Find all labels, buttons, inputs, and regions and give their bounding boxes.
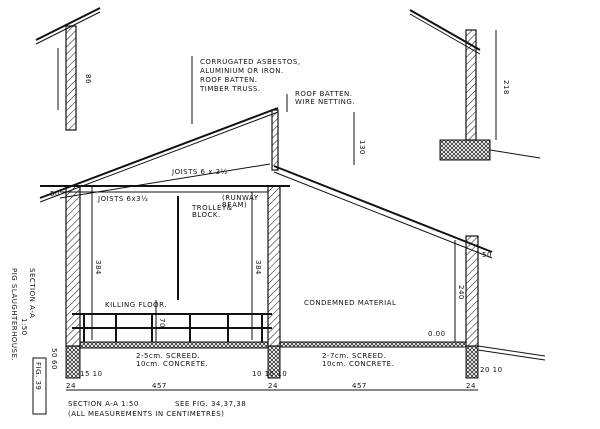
dim-ridge: 130 <box>358 140 366 155</box>
dim-eave-left: 50 <box>50 190 60 198</box>
dim-step-b: 60 <box>50 360 58 370</box>
dim-eave-right: 50 <box>482 251 492 259</box>
dim-footing-left: 15 10 <box>80 370 103 378</box>
floor-slab-left <box>79 341 269 349</box>
wall-right <box>465 235 479 347</box>
label-concrete-left: 10cm. CONCRETE. <box>136 360 208 368</box>
dim-height-mid: 384 <box>254 260 262 275</box>
floor-slab-right <box>279 341 467 348</box>
section-scale: 1:50 <box>20 318 28 336</box>
label-screed-right: 2-7cm. SCREED. <box>322 352 386 360</box>
rail <box>72 313 272 342</box>
ceiling-joists <box>40 185 290 300</box>
label-runway-2: BEAM) <box>222 201 247 209</box>
label-killing-floor: KILLING FLOOR. <box>105 301 167 309</box>
label-roof-4: TIMBER TRUSS. <box>199 85 261 93</box>
title: PIG SLAUGHTERHOUSE. <box>10 268 18 361</box>
dim-wall-left: 24 <box>66 382 76 390</box>
dim-span-right: 457 <box>352 382 367 390</box>
label-screed-left: 2-5cm. SCREED. <box>136 352 200 360</box>
detail-right: 218 <box>409 9 541 161</box>
figure-box <box>32 357 47 415</box>
dim-detail-left: 86 <box>84 74 92 84</box>
caption-note: (ALL MEASUREMENTS IN CENTIMETRES) <box>68 410 224 418</box>
dim-wall-right: 24 <box>466 382 476 390</box>
detail-left: 86 <box>35 7 101 131</box>
label-roof-1: CORRUGATED ASBESTOS, <box>200 58 301 66</box>
dim-detail-right: 218 <box>502 80 510 95</box>
foundation-left <box>65 345 81 379</box>
label-joists-top: JOISTS 6 x 3½ <box>171 168 228 176</box>
label-wire-netting: WIRE NETTING. <box>295 98 355 106</box>
caption-see: SEE FIG. 34,37,38 <box>175 400 246 408</box>
section-label: SECTION A-A <box>28 268 36 318</box>
caption-section: SECTION A-A 1:50 <box>68 400 139 408</box>
label-roof-2: ALUMINIUM OR IRON. <box>200 67 284 75</box>
foundation-right <box>465 345 479 379</box>
roof <box>39 56 493 259</box>
dim-wall-mid: 24 <box>268 382 278 390</box>
foundation-middle <box>267 345 281 379</box>
dim-rail: 70 <box>158 318 166 328</box>
label-runway-1: (RUNWAY <box>222 194 259 202</box>
label-roof-3: ROOF BATTEN. <box>200 76 258 84</box>
dim-span-left: 457 <box>152 382 167 390</box>
wall-left <box>65 185 81 347</box>
label-level: 0.00 <box>428 330 446 338</box>
dim-height-right: 240 <box>457 285 465 300</box>
dim-step-a: 50 <box>50 348 58 358</box>
dim-height-left: 384 <box>94 260 102 275</box>
label-condemned: CONDEMNED MATERIAL <box>304 299 396 307</box>
wall-middle <box>267 185 281 347</box>
label-trolley-2: BLOCK. <box>192 211 221 219</box>
figure-number: FIG. 39 <box>34 362 42 390</box>
label-joists-left: JOISTS 6x3½ <box>97 195 148 203</box>
label-roof-batten: ROOF BATTEN. <box>295 90 353 98</box>
label-concrete-right: 10cm. CONCRETE. <box>322 360 394 368</box>
dim-footing-mid: 10 15 10 <box>252 370 287 378</box>
dim-footing-right: 20 10 <box>480 366 503 374</box>
label-trolley-1: TROLLEY& <box>191 204 233 212</box>
